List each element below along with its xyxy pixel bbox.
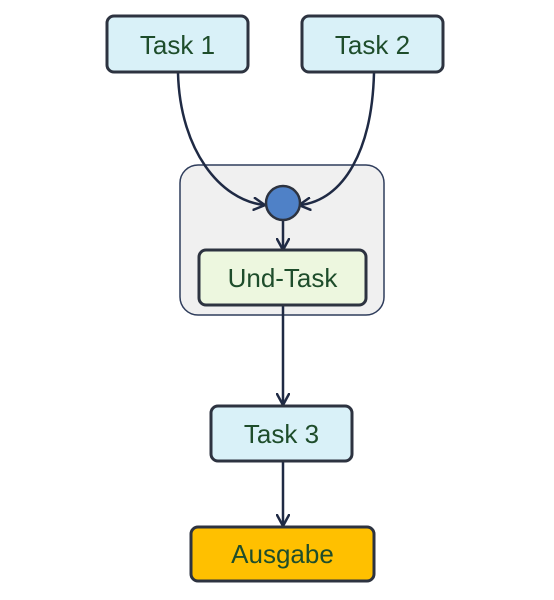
task-3-node: Task 3 — [209, 404, 354, 463]
task-3-box — [209, 404, 354, 463]
task-1-label: Task 1 — [140, 30, 215, 60]
task-2-box — [300, 14, 445, 74]
task-1-box — [105, 14, 250, 74]
und-task-box — [197, 248, 368, 307]
ausgabe-node: Ausgabe — [189, 525, 376, 583]
join-node — [264, 184, 302, 222]
und-task-node: Und-Task — [197, 248, 368, 307]
task-2-label: Task 2 — [335, 30, 410, 60]
task-3-label: Task 3 — [244, 419, 319, 449]
ausgabe-label: Ausgabe — [231, 539, 334, 569]
edge-task2-to-join — [300, 72, 376, 205]
und-task-label: Und-Task — [228, 263, 339, 293]
ausgabe-box — [189, 525, 376, 583]
task-2-node: Task 2 — [300, 14, 445, 74]
edge-task1-to-join — [176, 72, 264, 205]
task-1-node: Task 1 — [105, 14, 250, 74]
